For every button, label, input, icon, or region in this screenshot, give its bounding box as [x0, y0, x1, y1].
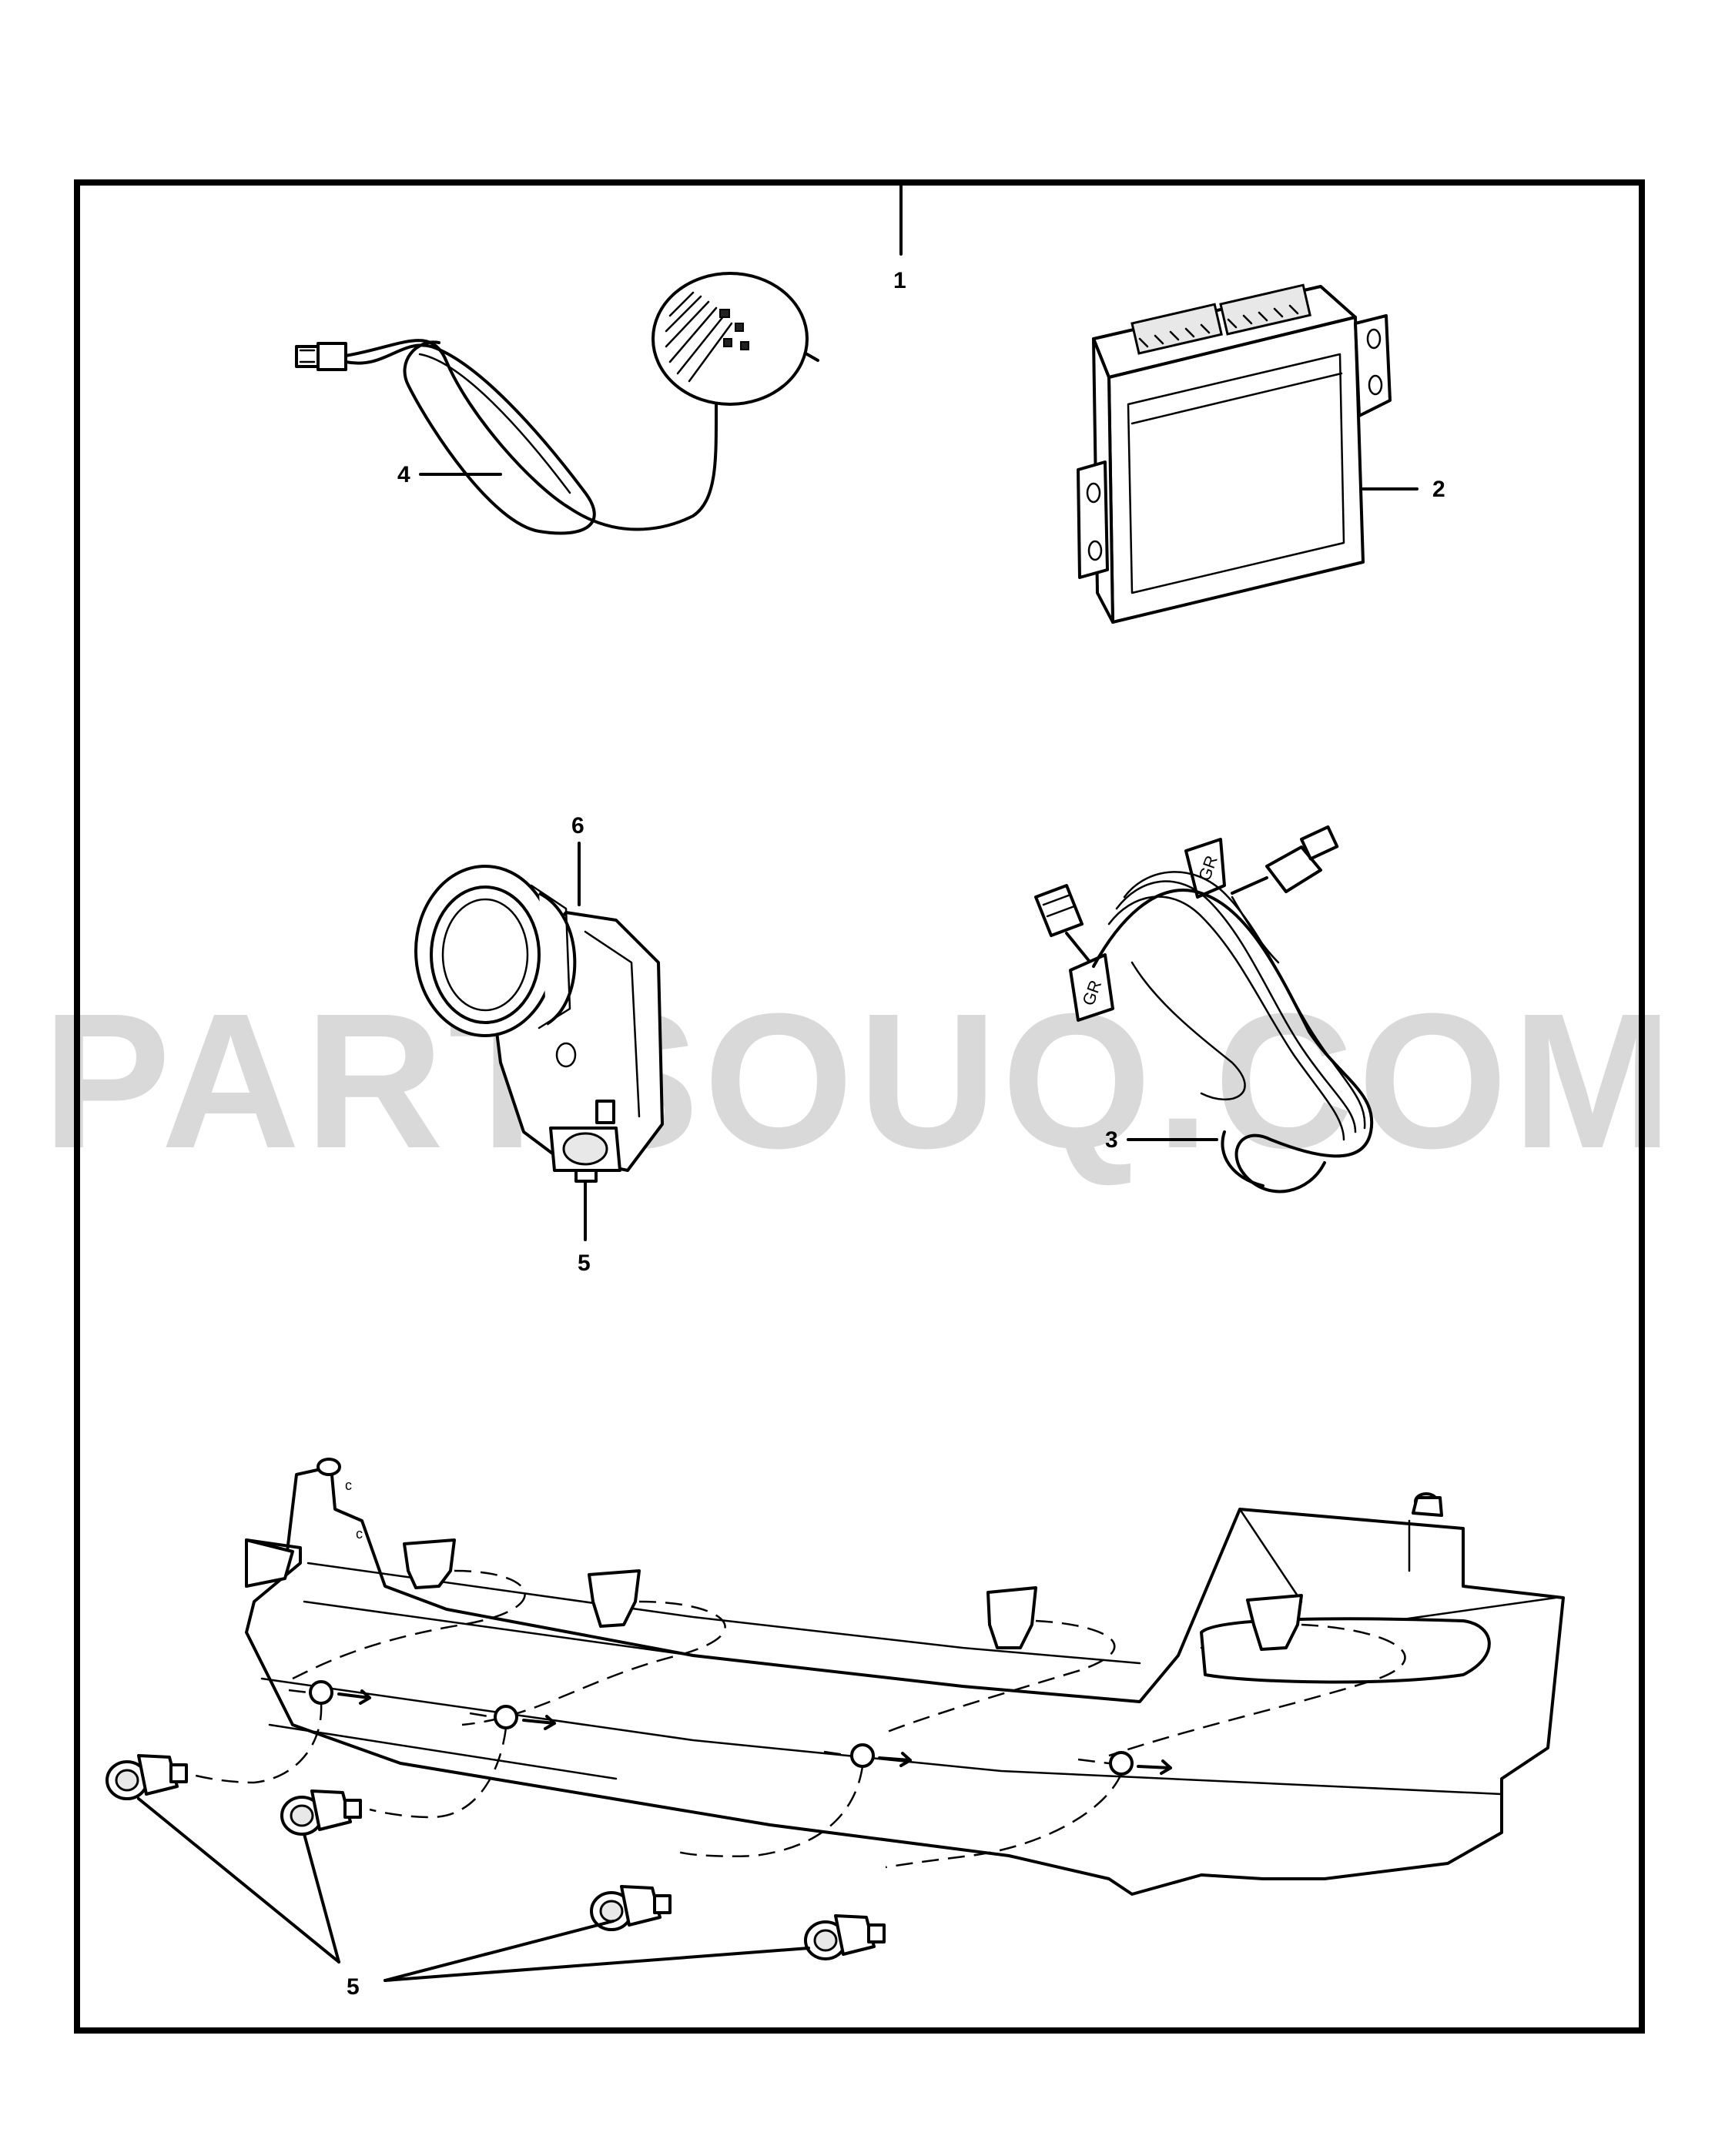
svg-text:6: 6	[571, 813, 584, 839]
sensor-loose-1	[106, 1754, 188, 1800]
svg-text:4: 4	[397, 462, 410, 487]
callout-4-buzzer: 4	[397, 462, 502, 487]
sensor-loose-4	[804, 1914, 886, 1960]
svg-text:c: c	[356, 1526, 363, 1542]
svg-text:2: 2	[1432, 477, 1445, 502]
control-unit	[1077, 283, 1392, 624]
callout-6-bracket: 6	[571, 813, 584, 906]
sensor-loose-2	[280, 1789, 362, 1836]
sensor-loose-3	[590, 1885, 672, 1931]
callout-5-sensors-group: 5	[137, 1797, 810, 2000]
callout-3-harness: 3	[1105, 1127, 1218, 1153]
svg-text:3: 3	[1105, 1127, 1118, 1153]
svg-text:c: c	[345, 1478, 352, 1493]
diagram-frame	[74, 179, 1645, 2034]
sensor-bracket-assembly	[414, 865, 664, 1183]
callout-5-sensor: 5	[578, 1180, 591, 1276]
rear-bumper: c c	[192, 1458, 1565, 1896]
callout-2-control-unit: 2	[1362, 477, 1445, 502]
wiring-harness: GR GR	[1034, 825, 1374, 1194]
callout-1-assembly: 1	[893, 181, 906, 293]
svg-text:5: 5	[347, 1974, 360, 2000]
watermark-text: PARTSOUQ.COM	[42, 973, 1677, 1188]
svg-text:1: 1	[893, 268, 906, 293]
buzzer-speaker	[295, 272, 819, 535]
svg-text:5: 5	[578, 1250, 591, 1276]
